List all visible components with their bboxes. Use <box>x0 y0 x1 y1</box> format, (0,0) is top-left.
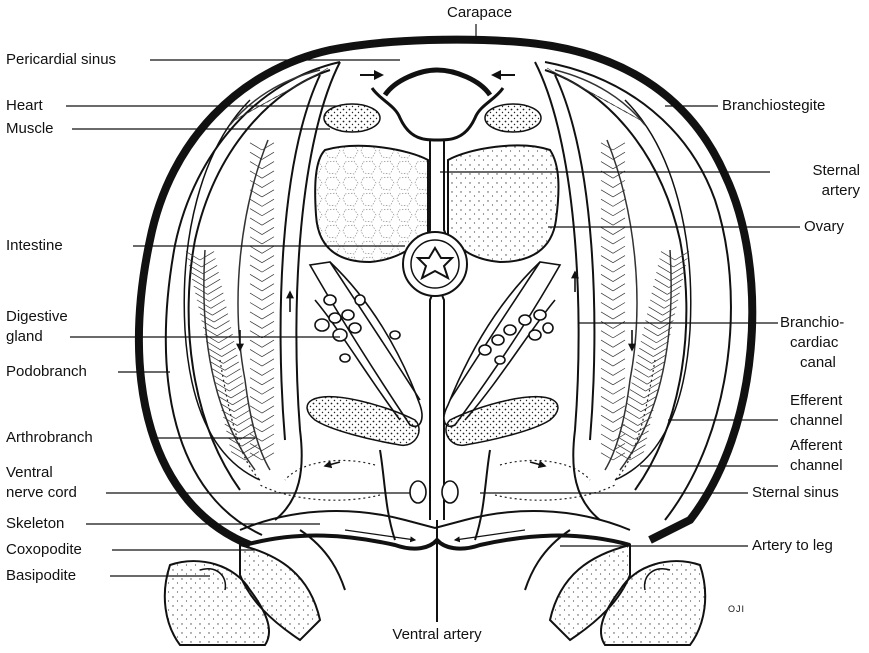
label-afferent-channel-line2: channel <box>790 457 843 475</box>
label-muscle: Muscle <box>6 120 54 138</box>
label-ventral-nerve-cord-line1: Ventral <box>6 464 53 482</box>
label-efferent-channel-line2: channel <box>790 412 843 430</box>
sternal-artery <box>427 140 447 520</box>
label-sternal-artery-line2: artery <box>760 182 860 200</box>
artist-signature: OJI <box>728 600 745 618</box>
label-branchiocardiac-line3: canal <box>800 354 836 372</box>
label-coxopodite: Coxopodite <box>6 541 82 559</box>
label-ventral-artery: Ventral artery <box>372 626 502 644</box>
label-artery-to-leg: Artery to leg <box>752 537 833 555</box>
label-branchiostegite: Branchiostegite <box>722 97 825 115</box>
label-digestive-gland-line1: Digestive <box>6 308 68 326</box>
label-digestive-gland-line2: gland <box>6 328 43 346</box>
leader-lines <box>66 24 800 576</box>
label-sternal-artery-line1: Sternal <box>760 162 860 180</box>
label-basipodite: Basipodite <box>6 567 76 585</box>
label-carapace: Carapace <box>447 4 507 22</box>
label-branchiocardiac-line1: Branchio- <box>780 314 844 332</box>
label-branchiocardiac-line2: cardiac <box>790 334 838 352</box>
label-skeleton: Skeleton <box>6 515 64 533</box>
right-gill-filaments <box>555 70 671 470</box>
muscle-right <box>485 104 541 132</box>
label-ovary: Ovary <box>804 218 844 236</box>
right-leg <box>550 545 705 645</box>
label-afferent-channel-line1: Afferent <box>790 437 842 455</box>
label-sternal-sinus: Sternal sinus <box>752 484 839 502</box>
label-podobranch: Podobranch <box>6 363 87 381</box>
label-heart: Heart <box>6 97 43 115</box>
intestine <box>403 232 467 296</box>
ventral-nerve-cord-right <box>442 481 458 503</box>
left-leg <box>165 545 320 645</box>
muscle-left <box>324 104 380 132</box>
left-gill-filaments <box>204 70 320 470</box>
label-intestine: Intestine <box>6 237 63 255</box>
sternal-sinus <box>380 450 490 540</box>
ventral-nerve-cord-left <box>410 481 426 503</box>
label-arthrobranch: Arthrobranch <box>6 429 93 447</box>
label-efferent-channel-line1: Efferent <box>790 392 842 410</box>
label-pericardial-sinus: Pericardial sinus <box>6 51 116 69</box>
flow-arrows <box>240 272 632 466</box>
circulation-paths <box>220 360 655 500</box>
label-ventral-nerve-cord-line2: nerve cord <box>6 484 77 502</box>
heart <box>372 70 503 140</box>
